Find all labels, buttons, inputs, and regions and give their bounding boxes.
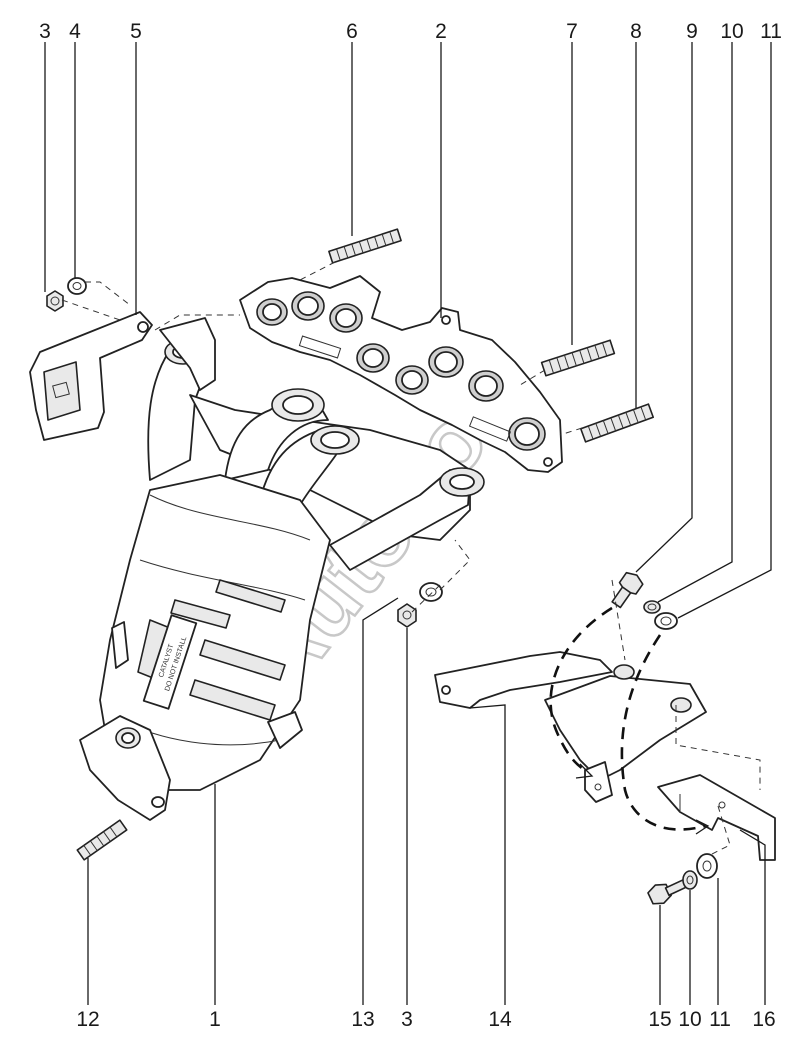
stud-6: [328, 228, 402, 264]
leader-lines: [44, 42, 772, 1005]
callout-15: 15: [648, 1008, 671, 1031]
callout-4: 4: [69, 20, 81, 43]
callout-13: 13: [351, 1008, 374, 1031]
callout-6: 6: [346, 20, 358, 43]
callout-10-top: 10: [720, 20, 743, 43]
manifold-gasket: [239, 275, 563, 473]
washer-13: [419, 582, 443, 602]
exhaust-manifold-catalyst: CATALYST DO NOT INSTALL: [79, 317, 485, 821]
callout-11-bottom: 11: [709, 1008, 731, 1031]
callout-10-bottom: 10: [678, 1008, 701, 1031]
heat-shield-bracket: [29, 311, 153, 441]
callout-14: 14: [488, 1008, 512, 1031]
nut-3-middle: [397, 603, 417, 628]
callout-8: 8: [630, 20, 642, 43]
stud-7: [540, 339, 616, 377]
callout-labels: 3 4 5 6 2 7 8 9 10 11 12 1 13 3 14 15 10…: [39, 20, 782, 1031]
washer-4-top: [67, 277, 87, 295]
assembly-guide-lines: [61, 261, 761, 857]
support-bracket-16: [657, 774, 776, 861]
callout-16: 16: [752, 1008, 775, 1031]
callout-5: 5: [130, 20, 142, 43]
washer-10-bottom: [682, 870, 698, 890]
callout-2: 2: [435, 20, 447, 43]
washer-11-top: [654, 612, 678, 630]
stud-12: [76, 819, 128, 861]
support-bracket-14: [434, 651, 707, 803]
gasket-port-holes: [256, 291, 546, 451]
bolt-15: [647, 878, 688, 905]
callout-3-top: 3: [39, 20, 51, 43]
bolt-9: [611, 571, 644, 609]
callout-9: 9: [686, 20, 698, 43]
washer-11-bottom: [696, 853, 718, 879]
callout-3-bottom: 3: [401, 1008, 413, 1031]
callout-7: 7: [566, 20, 578, 43]
callout-11-top: 11: [760, 20, 782, 43]
washer-10-top: [643, 600, 661, 614]
callout-1: 1: [209, 1008, 221, 1031]
nut-3-top: [46, 290, 64, 312]
callout-12: 12: [76, 1008, 99, 1031]
stud-8: [579, 403, 655, 443]
